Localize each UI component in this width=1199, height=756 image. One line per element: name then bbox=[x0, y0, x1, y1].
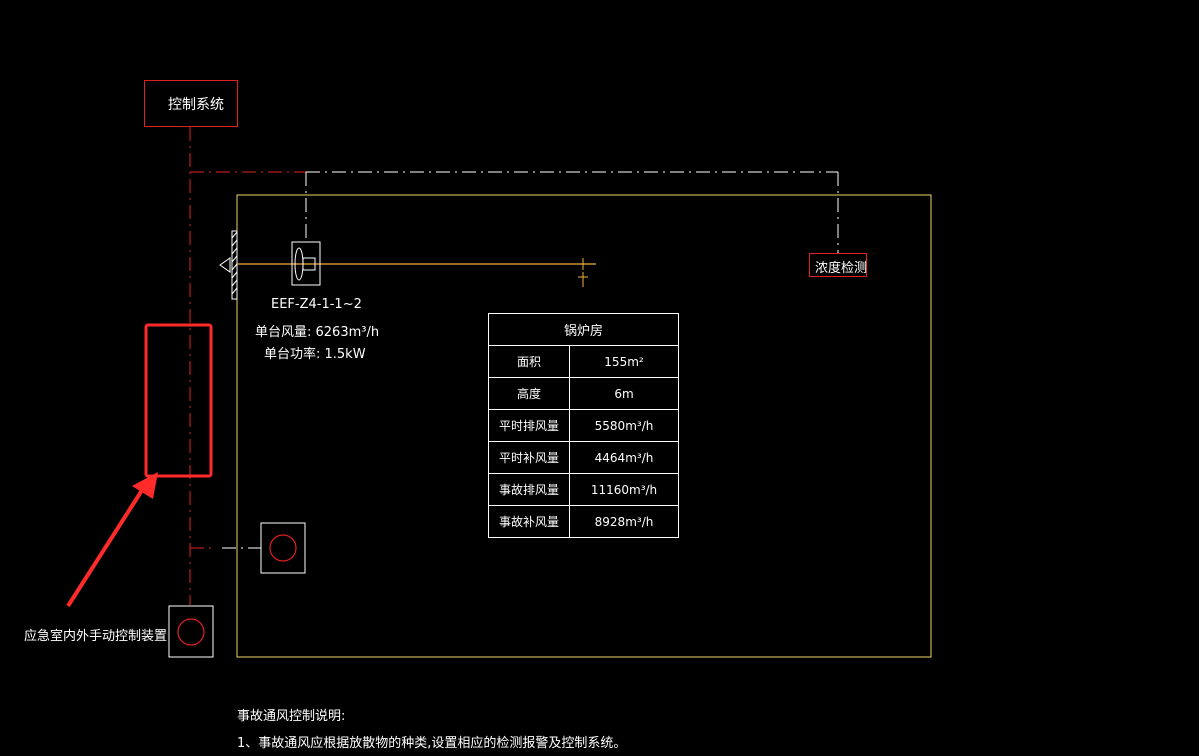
duct-outlet-icon bbox=[578, 258, 588, 287]
highlight-box bbox=[144, 323, 213, 478]
row-key: 面积 bbox=[488, 345, 570, 378]
table-title: 锅炉房 bbox=[488, 313, 679, 346]
table-row: 事故补风量 8928m³/h bbox=[488, 505, 679, 538]
control-wiring bbox=[189, 127, 306, 605]
concentration-detection-box bbox=[809, 253, 867, 277]
table-row: 高度 6m bbox=[488, 377, 679, 410]
row-key: 高度 bbox=[488, 377, 570, 410]
table-row: 面积 155m² bbox=[488, 345, 679, 378]
row-value: 4464m³/h bbox=[569, 441, 679, 474]
control-system-box bbox=[144, 80, 238, 127]
control-system-label: 控制系统 bbox=[168, 97, 224, 113]
notes-title: 事故通风控制说明: bbox=[237, 709, 346, 724]
boiler-room-outline bbox=[236, 194, 932, 658]
table-header-row: 锅炉房 bbox=[488, 313, 679, 346]
table-row: 平时补风量 4464m³/h bbox=[488, 441, 679, 474]
notes-item: 1、事故通风应根据放散物的种类,设置相应的检测报警及控制系统。 bbox=[237, 736, 627, 751]
row-value: 11160m³/h bbox=[569, 473, 679, 506]
row-value: 6m bbox=[569, 377, 679, 410]
row-key: 平时排风量 bbox=[488, 409, 570, 442]
row-key: 事故排风量 bbox=[488, 473, 570, 506]
row-key: 事故补风量 bbox=[488, 505, 570, 538]
row-value: 155m² bbox=[569, 345, 679, 378]
fan-model: EEF-Z4-1-1~2 bbox=[271, 297, 362, 312]
manual-control-device-label: 应急室内外手动控制装置 bbox=[24, 629, 168, 644]
control-wiring-white bbox=[222, 171, 839, 549]
row-value: 5580m³/h bbox=[569, 409, 679, 442]
concentration-detection-label: 浓度检测 bbox=[815, 261, 868, 276]
fan-power: 单台功率: 1.5kW bbox=[264, 347, 366, 362]
fan-airflow: 单台风量: 6263m³/h bbox=[255, 325, 380, 340]
table-row: 平时排风量 5580m³/h bbox=[488, 409, 679, 442]
annotation-arrow bbox=[66, 472, 158, 608]
row-value: 8928m³/h bbox=[569, 505, 679, 538]
row-key: 平时补风量 bbox=[488, 441, 570, 474]
boiler-room-table: 锅炉房 面积 155m² 高度 6m 平时排风量 5580m³/h 平时补风量 … bbox=[488, 313, 679, 538]
wall-louver bbox=[219, 230, 238, 300]
table-row: 事故排风量 11160m³/h bbox=[488, 473, 679, 506]
fan-icon bbox=[291, 241, 321, 286]
manual-switch-icon bbox=[260, 522, 306, 574]
outdoor-manual-switch-icon bbox=[168, 605, 214, 658]
